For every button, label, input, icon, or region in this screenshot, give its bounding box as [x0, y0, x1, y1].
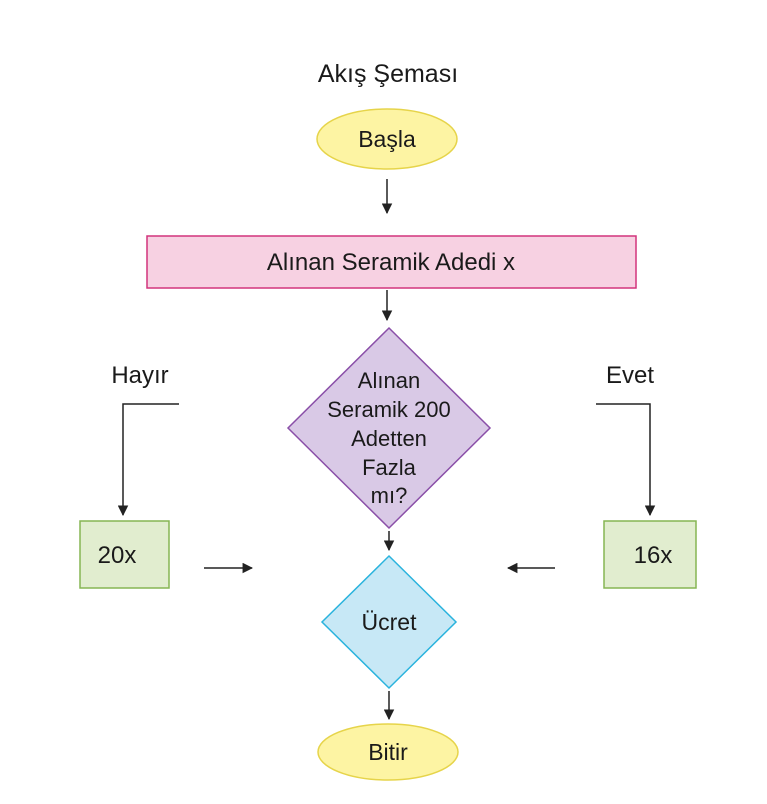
price-node: Ücret: [320, 554, 458, 690]
input-node: Alınan Seramik Adedi x: [146, 235, 637, 289]
decision-shape: [286, 326, 492, 530]
decision-line-1: Alınan: [358, 368, 420, 393]
yes-branch-label: Evet: [606, 362, 654, 389]
decision-line-5: mı?: [371, 483, 408, 508]
decision-line-2: Seramik 200: [327, 397, 451, 422]
yes-result-label: 16x: [634, 542, 673, 569]
end-shape: [317, 723, 459, 781]
end-node: Bitir: [317, 723, 459, 781]
end-label: Bitir: [368, 739, 408, 765]
input-shape: [146, 235, 637, 289]
price-label: Ücret: [362, 609, 418, 635]
decision-node: Alınan Seramik 200 Adetten Fazla mı?: [286, 326, 492, 530]
decision-line-4: Fazla: [362, 455, 417, 480]
yes-result-shape: [603, 520, 697, 589]
start-node: Başla: [316, 108, 458, 170]
price-shape: [320, 554, 458, 690]
no-branch-connector: [117, 403, 179, 517]
start-shape: [316, 108, 458, 170]
yes-result-node: 16x: [603, 520, 697, 589]
diagram-title: Akış Şeması: [318, 60, 458, 88]
decision-line-3: Adetten: [351, 426, 427, 451]
no-result-node: 20x: [79, 520, 170, 589]
yes-branch-connector: [596, 403, 656, 517]
input-label: Alınan Seramik Adedi x: [267, 249, 515, 276]
no-branch-label: Hayır: [111, 362, 168, 389]
start-label: Başla: [358, 126, 416, 152]
no-result-shape: [79, 520, 170, 589]
no-result-label: 20x: [98, 542, 137, 569]
